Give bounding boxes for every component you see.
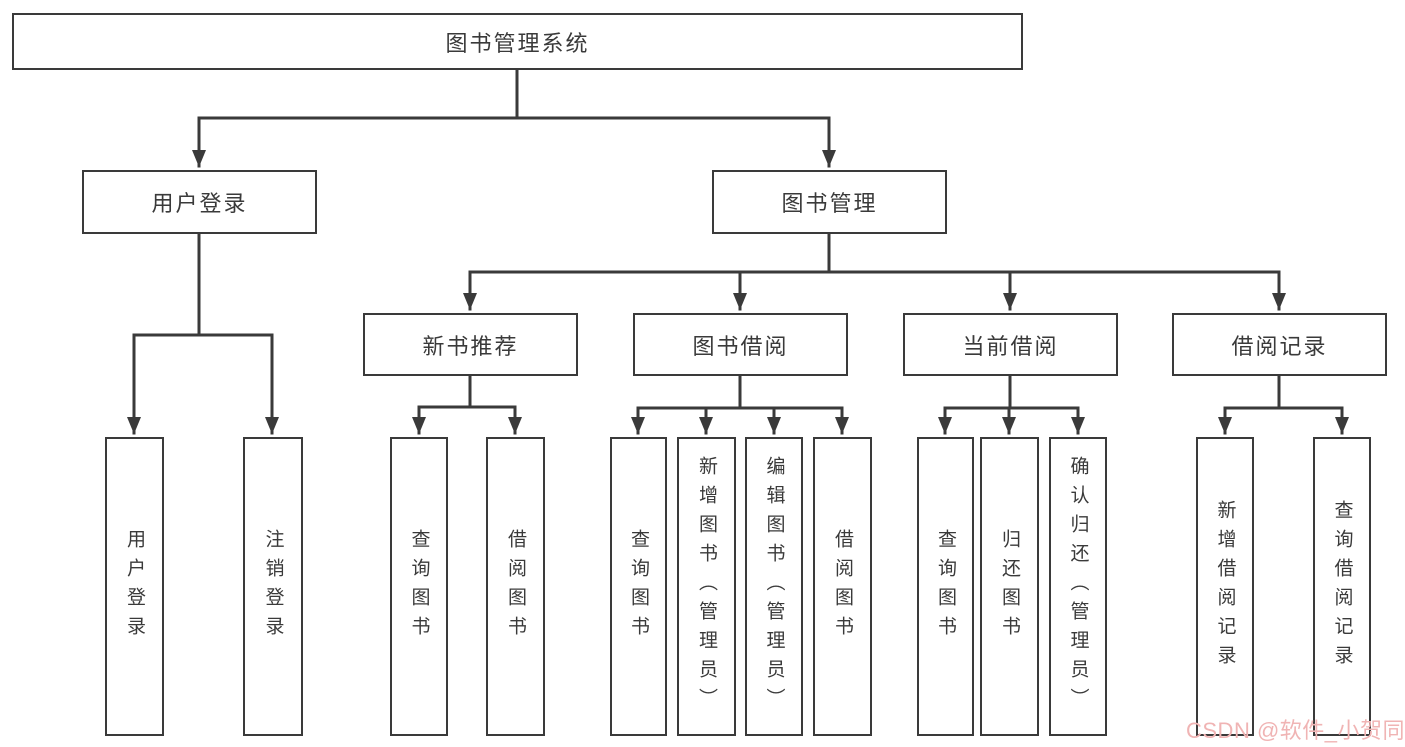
node-book-borrowing: 图书借阅 — [633, 313, 848, 376]
node-borrow-books-borrowing: 借阅图书 — [813, 437, 872, 736]
node-query-books-recommend: 查询图书 — [390, 437, 448, 736]
node-user-login: 用户登录 — [82, 170, 317, 234]
node-borrow-books-recommend: 借阅图书 — [486, 437, 545, 736]
node-book-management: 图书管理 — [712, 170, 947, 234]
node-root: 图书管理系统 — [12, 13, 1023, 70]
node-query-books-borrowing: 查询图书 — [610, 437, 667, 736]
node-logout-action: 注销登录 — [243, 437, 303, 736]
node-user-login-action: 用户登录 — [105, 437, 164, 736]
node-new-book-recommend: 新书推荐 — [363, 313, 578, 376]
node-return-books: 归还图书 — [980, 437, 1039, 736]
node-add-books-admin: 新增图书（管理员） — [677, 437, 736, 736]
node-add-borrow-record: 新增借阅记录 — [1196, 437, 1254, 736]
csdn-watermark: CSDN @软件_小贺同学 — [1186, 718, 1405, 743]
node-borrow-records: 借阅记录 — [1172, 313, 1387, 376]
node-current-borrowing: 当前借阅 — [903, 313, 1118, 376]
node-confirm-return-admin: 确认归还（管理员） — [1049, 437, 1107, 736]
node-edit-books-admin: 编辑图书（管理员） — [745, 437, 803, 736]
node-query-borrow-record: 查询借阅记录 — [1313, 437, 1371, 736]
node-query-books-current: 查询图书 — [917, 437, 974, 736]
